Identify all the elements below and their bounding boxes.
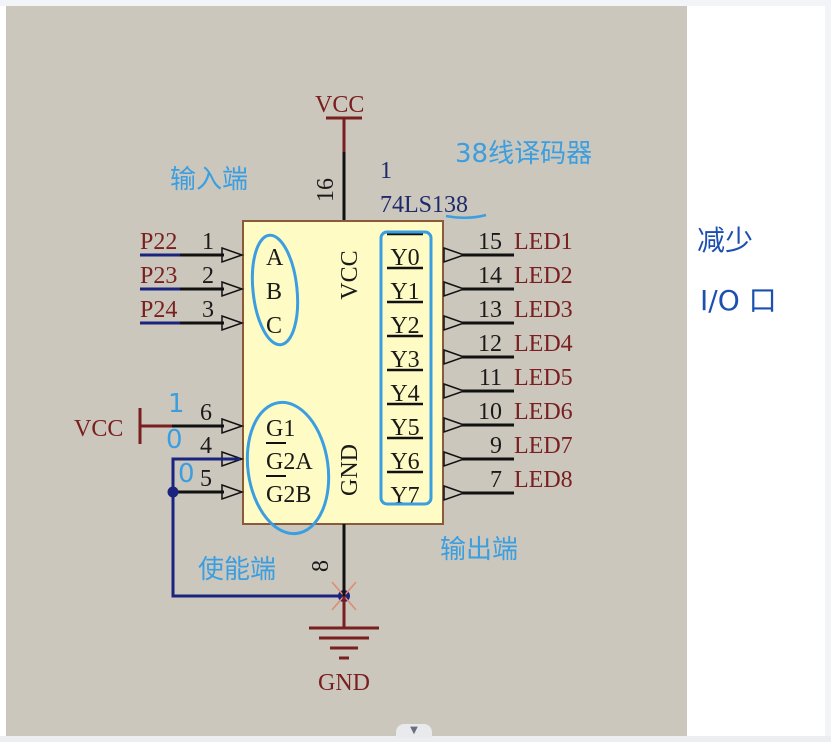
- annotation-circle-inputs: [250, 233, 300, 347]
- pin-number: 7: [490, 467, 502, 493]
- pin-name: G2B: [266, 482, 311, 508]
- side-note-line2: I/O 口: [700, 284, 777, 317]
- input-arrow-icon: [221, 417, 245, 435]
- pin-name: C: [266, 313, 282, 339]
- pin-number: 14: [478, 263, 502, 289]
- annotation-circle-enables: [245, 400, 331, 536]
- pin-name: A: [266, 245, 284, 271]
- net-label: LED7: [514, 433, 573, 459]
- pin-name: Y5: [390, 415, 419, 441]
- pin-y1: Y1 14 LED2: [387, 263, 573, 305]
- net-label: P22: [140, 229, 177, 255]
- pin-y5: Y5 10 LED6: [387, 399, 573, 441]
- pin-g1: 6G1: [172, 400, 295, 442]
- pin-number: 12: [478, 331, 502, 357]
- annotation-g2b-level: 0: [178, 459, 195, 489]
- pin-number: 13: [478, 297, 502, 323]
- net-label: LED2: [514, 263, 573, 289]
- pin-a: P22 1A: [140, 229, 284, 271]
- output-arrow-icon: [443, 348, 467, 366]
- annotation-enable-side: 使能端: [198, 555, 276, 585]
- net-label: LED8: [514, 467, 573, 493]
- annotation-output-side: 输出端: [440, 535, 518, 565]
- output-arrow-icon: [443, 416, 467, 434]
- pin-name: Y2: [390, 313, 419, 339]
- annotation-box-outputs: [379, 230, 433, 506]
- side-note-line1: 减少: [697, 224, 753, 257]
- gnd-symbol: GND: [309, 596, 379, 696]
- annotation-g2a-level: 0: [166, 425, 183, 455]
- pin-name: Y4: [390, 381, 419, 407]
- output-arrow-icon: [443, 450, 467, 468]
- pin-number: 3: [202, 297, 214, 323]
- pin-y4: Y4 11 LED5: [387, 365, 573, 407]
- net-label: P24: [140, 297, 177, 323]
- output-arrow-icon: [443, 280, 467, 298]
- scroll-down-toggle[interactable]: ▼: [396, 724, 432, 738]
- annotation-decoder-type: 38线译码器: [455, 139, 592, 169]
- pin-name: Y6: [390, 449, 419, 475]
- pin-c: P24 3C: [140, 297, 282, 339]
- chevron-down-icon[interactable]: ▼: [410, 725, 418, 736]
- pin-number: 15: [478, 229, 502, 255]
- vcc-top-symbol: VCC 16: [313, 92, 364, 221]
- pin-name: G1: [266, 416, 295, 442]
- pin-y6: Y6 9 LED7: [387, 433, 573, 475]
- pin-number: 4: [200, 433, 212, 459]
- pin8-number: 8: [308, 560, 334, 572]
- input-arrow-icon: [221, 314, 245, 332]
- vcc-left-label: VCC: [74, 416, 123, 442]
- chip-part-number: 74LS138: [380, 192, 468, 218]
- pin-number: 1: [202, 229, 214, 255]
- chip-gnd-label: GND: [337, 444, 363, 496]
- annotation-input-side: 输入端: [170, 165, 248, 195]
- pin-name: Y1: [390, 279, 419, 305]
- output-arrow-icon: [443, 382, 467, 400]
- pin-number: 5: [200, 466, 212, 492]
- net-label: LED5: [514, 365, 573, 391]
- input-arrow-icon: [221, 280, 245, 298]
- pin-name: Y0: [390, 245, 419, 271]
- pin-name: Y3: [390, 347, 419, 373]
- gnd-label: GND: [318, 670, 370, 696]
- output-arrow-icon: [443, 314, 467, 332]
- input-arrow-icon: [221, 246, 245, 264]
- input-arrow-icon: [221, 483, 245, 501]
- window-top-edge: [0, 0, 831, 6]
- pin-y0: Y0 15 LED1: [387, 229, 573, 271]
- g2a-bus-wire: [171, 457, 344, 598]
- pin-number: 11: [479, 365, 502, 391]
- pin-y2: Y2 13 LED3: [387, 297, 573, 339]
- net-label: LED4: [514, 331, 573, 357]
- net-label: P23: [140, 263, 177, 289]
- net-label: LED3: [514, 297, 573, 323]
- notes-panel: [687, 6, 825, 736]
- pin-name: B: [266, 279, 282, 305]
- window-bottom-edge: [0, 736, 831, 742]
- annotation-g1-level: 1: [168, 389, 185, 419]
- pin-b: P23 2B: [140, 263, 282, 305]
- net-label: LED6: [514, 399, 573, 425]
- window-right-edge: [825, 0, 831, 742]
- net-label: LED1: [514, 229, 573, 255]
- pin-number: 9: [490, 433, 502, 459]
- output-arrow-icon: [443, 246, 467, 264]
- pin-number: 2: [202, 263, 214, 289]
- output-arrow-icon: [443, 484, 467, 502]
- pin-number: 10: [478, 399, 502, 425]
- chip-designator: 1: [380, 158, 392, 184]
- pin-name: G2A: [266, 449, 313, 475]
- junction-dot-g2b: [167, 486, 179, 498]
- vcc-left-symbol: VCC: [74, 408, 172, 444]
- vcc-top-label: VCC: [315, 92, 364, 118]
- chip-vcc-label: VCC: [337, 250, 363, 299]
- part-number-underline-annotation: [445, 213, 487, 219]
- pin16-number: 16: [313, 178, 339, 202]
- chip-body: [242, 220, 444, 525]
- pin-y3: Y3 12 LED4: [387, 331, 573, 373]
- pin-number: 6: [200, 400, 212, 426]
